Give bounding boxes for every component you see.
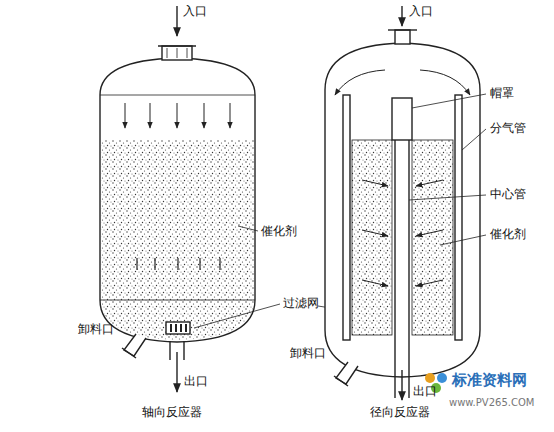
inlet-label: 入口 <box>183 4 207 18</box>
part-label: 过滤网 <box>283 296 319 310</box>
discharge-port <box>336 362 358 384</box>
radial-vessel <box>325 43 480 377</box>
watermark: www.PV265.COM <box>449 397 534 409</box>
caption-label: 径向反应器 <box>370 405 430 419</box>
part-label: 分气管 <box>490 121 526 135</box>
outlet-label: 出口 <box>184 374 208 388</box>
flow-arrow <box>176 6 177 36</box>
part-label: 卸料口 <box>78 322 114 336</box>
part-label: 中心管 <box>490 187 526 201</box>
filter-mesh <box>166 322 190 334</box>
inlet-label: 入口 <box>409 4 433 18</box>
discharge-port <box>124 334 146 356</box>
catalyst-bed <box>101 140 254 300</box>
center-pipe <box>394 100 395 398</box>
catalyst-bed <box>352 140 392 335</box>
flow-arrows <box>125 103 230 128</box>
inlet-nozzle <box>395 30 410 44</box>
cap-cover <box>392 98 412 140</box>
catalyst-bed <box>412 140 453 335</box>
outlet-label: 出口 <box>413 384 437 398</box>
axial-vessel <box>100 58 255 342</box>
gas-distributor <box>455 95 462 340</box>
part-label: 帽罩 <box>490 86 514 100</box>
part-label: 催化剂 <box>490 227 526 241</box>
watermark: 标准资料网 <box>452 371 527 389</box>
part-label: 卸料口 <box>290 346 326 360</box>
part-label: 催化剂 <box>261 224 297 238</box>
gas-distributor <box>343 95 350 340</box>
inlet-nozzle <box>162 46 192 60</box>
caption-label: 轴向反应器 <box>142 405 202 419</box>
